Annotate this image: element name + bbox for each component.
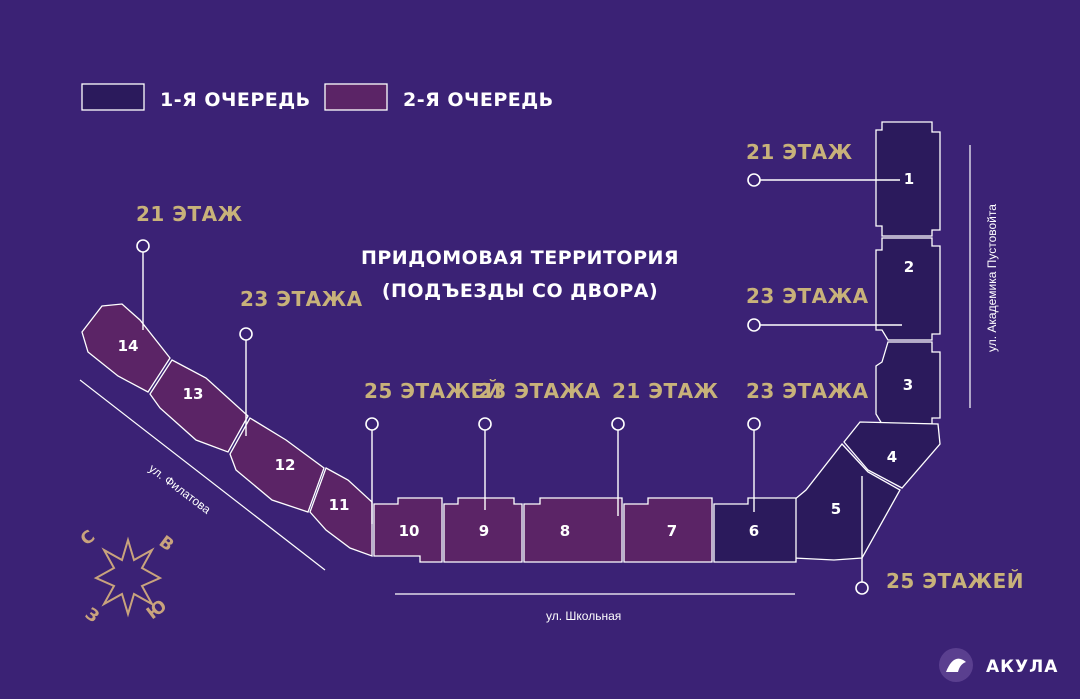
pin-building-6: [747, 417, 761, 512]
logo-text: АКУЛА: [986, 657, 1058, 677]
building-7: [623, 497, 713, 563]
building-number-5: 5: [831, 500, 841, 518]
legend-label-phase-2: 2-Я ОЧЕРЕДЬ: [403, 89, 554, 111]
building-number-13: 13: [183, 385, 204, 403]
street-name-akademika-pustovoyta: ул. Академика Пустовойта: [985, 204, 999, 352]
building-number-10: 10: [399, 522, 420, 540]
building-number-7: 7: [667, 522, 677, 540]
courtyard-label-line1: ПРИДОМОВАЯ ТЕРРИТОРИЯ: [361, 247, 679, 269]
pin-building-14: [136, 239, 150, 330]
compass-west: З: [81, 604, 103, 627]
pin-building-4-5: [855, 476, 869, 595]
compass-star-icon: [93, 536, 163, 618]
building-2: [875, 237, 941, 341]
building-5: [793, 442, 901, 561]
compass-north: С: [77, 527, 99, 550]
floor-label-building-2: 23 ЭТАЖА: [746, 284, 869, 308]
street-name-filatova: ул. Филатова: [146, 461, 213, 517]
legend: 1-Я ОЧЕРЕДЬ 2-Я ОЧЕРЕДЬ: [81, 83, 554, 111]
building-number-14: 14: [118, 337, 139, 355]
pin-building-12: [239, 327, 253, 436]
building-group-right: [713, 121, 941, 563]
building-9: [443, 497, 523, 563]
building-3: [875, 341, 941, 425]
street-name-shkolnaya: ул. Школьная: [546, 609, 621, 623]
compass-east: В: [155, 532, 177, 556]
floor-label-building-12: 23 ЭТАЖА: [240, 287, 363, 311]
pin-building-9: [478, 417, 492, 510]
building-number-2: 2: [904, 258, 914, 276]
building-number-8: 8: [560, 522, 570, 540]
building-number-12: 12: [275, 456, 296, 474]
building-4: [843, 421, 941, 489]
floor-label-building-14: 21 ЭТАЖ: [136, 202, 243, 226]
building-number-4: 4: [887, 448, 897, 466]
pin-building-1: [747, 173, 900, 187]
floor-label-building-6: 23 ЭТАЖА: [746, 379, 869, 403]
building-6: [713, 497, 797, 563]
building-10: [373, 497, 443, 563]
building-1: [875, 121, 941, 237]
compass-rose: С В Ю З: [77, 527, 177, 628]
pin-building-10: [365, 417, 379, 524]
pin-building-2: [747, 318, 902, 332]
street-line-left: [79, 379, 326, 571]
building-number-9: 9: [479, 522, 489, 540]
building-number-11: 11: [329, 496, 350, 514]
courtyard-label-line2: (ПОДЪЕЗДЫ СО ДВОРА): [382, 280, 658, 302]
building-11: [309, 467, 373, 557]
floor-label-building-7-8: 21 ЭТАЖ: [612, 379, 719, 403]
logo: АКУЛА: [939, 648, 1058, 682]
building-8: [523, 497, 623, 563]
legend-label-phase-1: 1-Я ОЧЕРЕДЬ: [160, 89, 311, 111]
building-number-1: 1: [904, 170, 914, 188]
building-group-bottom: [81, 303, 713, 563]
building-14: [81, 303, 171, 393]
building-number-6: 6: [749, 522, 759, 540]
floor-label-building-4-5: 25 ЭТАЖЕЙ: [886, 569, 1024, 593]
floor-label-building-1: 21 ЭТАЖ: [746, 140, 853, 164]
floor-label-building-9: 23 ЭТАЖА: [478, 379, 601, 403]
building-13: [149, 359, 249, 453]
pin-building-7-8: [611, 417, 625, 516]
building-12: [229, 417, 325, 513]
floor-label-building-10: 25 ЭТАЖЕЙ: [364, 379, 502, 403]
building-number-3: 3: [903, 376, 913, 394]
legend-swatch-phase-2: [324, 83, 388, 111]
legend-swatch-phase-1: [81, 83, 145, 111]
